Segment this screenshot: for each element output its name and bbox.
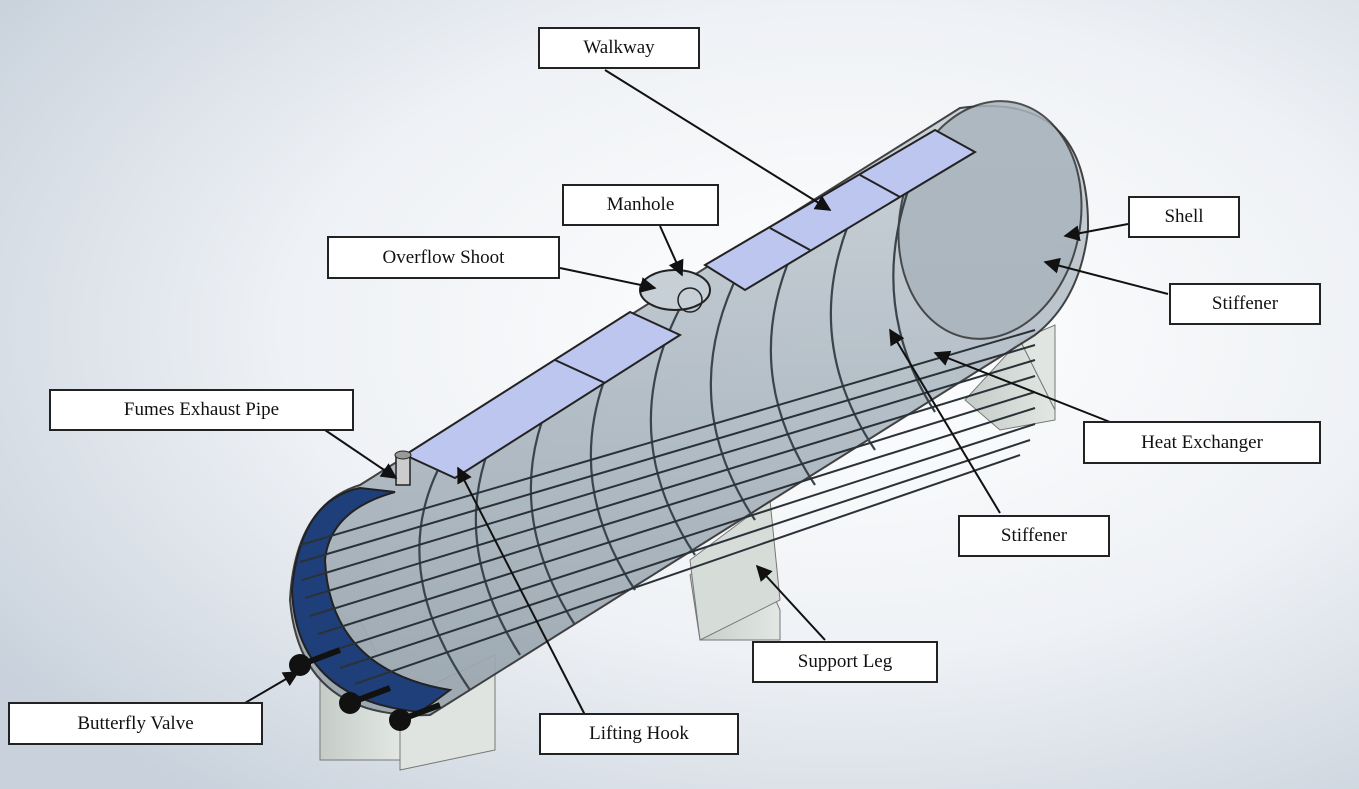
heat-exchanger-arrow xyxy=(933,350,1111,423)
exhaust-pipe xyxy=(394,450,412,486)
support-leg-arrow xyxy=(755,564,826,641)
stiffener-top-arrow xyxy=(1043,257,1169,295)
shell-arrow xyxy=(1063,223,1129,242)
butterfly-valve-arrow xyxy=(244,671,300,704)
fumes-exhaust-arrow xyxy=(324,429,398,479)
label-support-leg: Support Leg xyxy=(752,641,938,683)
label-lifting-hook: Lifting Hook xyxy=(539,713,739,755)
heat-exchanger-tubes xyxy=(299,329,1036,685)
walkway-arrow xyxy=(604,69,832,211)
label-stiffener-top: Stiffener xyxy=(1169,283,1321,325)
label-shell: Shell xyxy=(1128,196,1240,238)
label-fumes-exhaust-pipe: Fumes Exhaust Pipe xyxy=(49,389,354,431)
leader-arrows xyxy=(244,69,1169,716)
walkway-plates xyxy=(402,128,978,480)
label-stiffener-bottom: Stiffener xyxy=(958,515,1110,557)
label-heat-exchanger: Heat Exchanger xyxy=(1083,421,1321,464)
lifting-hook-arrow xyxy=(457,466,586,716)
label-manhole: Manhole xyxy=(562,184,719,226)
stiffener-bottom-arrow xyxy=(889,328,1001,514)
label-walkway: Walkway xyxy=(538,27,700,69)
label-overflow-shoot: Overflow Shoot xyxy=(327,236,560,279)
overflow-shoot-arrow xyxy=(559,267,657,293)
label-butterfly-valve: Butterfly Valve xyxy=(8,702,263,745)
butterfly-valves xyxy=(289,647,442,731)
manhole-arrow xyxy=(659,225,684,277)
